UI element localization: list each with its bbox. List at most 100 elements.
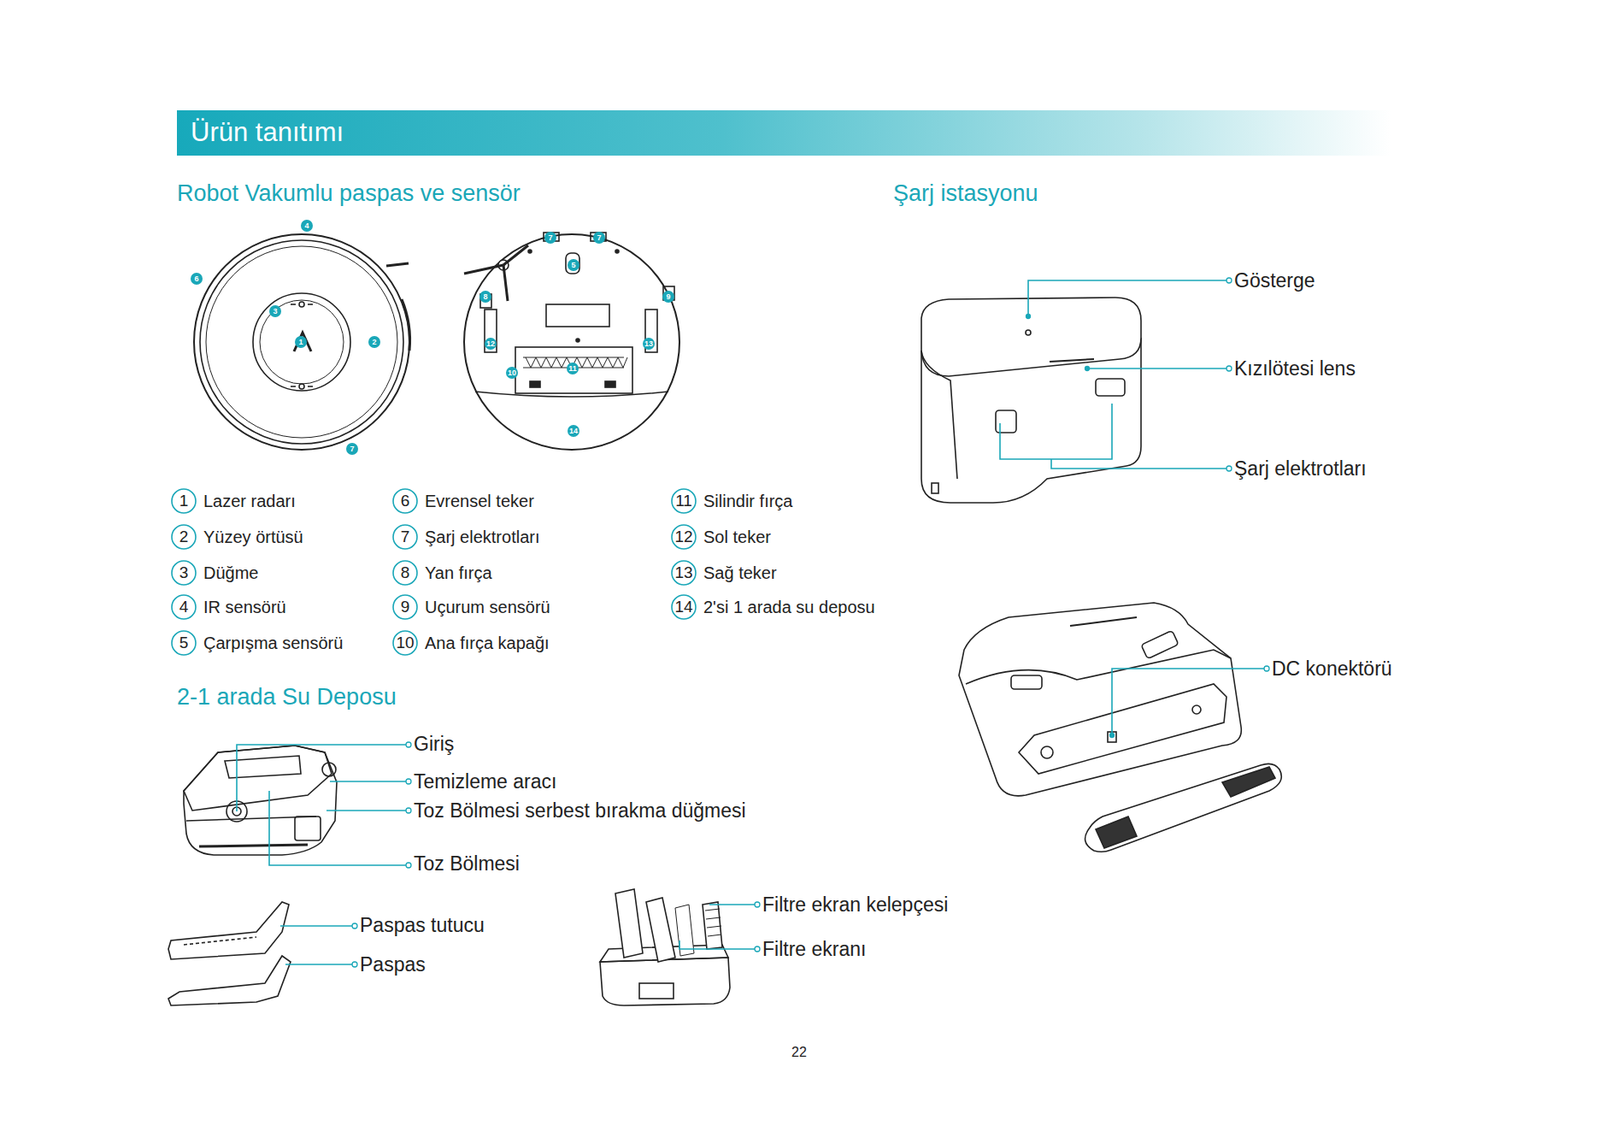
- legend-item: 5Çarpışma sensörü: [170, 629, 197, 656]
- callout-number: 3: [170, 559, 197, 586]
- robot-bottom-view: [475, 391, 669, 397]
- part-name: Şarj elektrotları: [424, 527, 541, 548]
- callout-dot: [269, 305, 282, 318]
- robot-top-view: [290, 303, 296, 306]
- callout-number: 7: [547, 233, 553, 242]
- part-name: Yüzey örtüsü: [203, 527, 304, 548]
- leader-end: [1226, 465, 1232, 471]
- leader-end: [352, 277, 1270, 967]
- station-filter-drawing: [1085, 763, 1283, 852]
- filter-drawing: [675, 904, 695, 956]
- page-title: Ürün tanıtımı: [190, 117, 344, 148]
- leader-line: [285, 963, 353, 965]
- leader-end: [1264, 665, 1270, 671]
- robot-bottom-view: [529, 381, 541, 388]
- robot-bottom-view: [615, 249, 619, 253]
- robot-top-view: [194, 234, 410, 450]
- robot-bottom-view: [464, 232, 680, 450]
- legend-item: 13Sağ teker: [670, 559, 697, 586]
- robot-top-view: [194, 234, 411, 450]
- water-tank-drawing: [322, 762, 336, 777]
- number-circle: [671, 488, 696, 513]
- page-number: 22: [791, 1044, 807, 1060]
- callout-number: 4: [170, 594, 197, 620]
- header-band: [176, 110, 1391, 156]
- legend-item: 2Yüzey örtüsü: [170, 523, 197, 550]
- robot-bottom-view: [546, 304, 610, 327]
- part-name: Lazer radarı: [203, 491, 296, 512]
- callout-number: 10: [507, 368, 517, 377]
- callout-dot: [190, 272, 203, 285]
- callout-number: 3: [272, 306, 277, 316]
- callout-dot: [544, 231, 557, 244]
- leader-end: [352, 923, 358, 929]
- callout-number: 7: [392, 523, 418, 550]
- legend-item: 6Evrensel teker: [392, 488, 418, 514]
- leader-line: [1111, 668, 1265, 736]
- callout-dot: [300, 219, 313, 232]
- leader-line: [679, 940, 756, 949]
- water-tank-drawing: [199, 844, 308, 847]
- leader-line: [326, 809, 407, 812]
- callout-dot: [567, 424, 580, 437]
- filter-drawing: [600, 957, 730, 1006]
- robot-top-view: [401, 299, 411, 351]
- callout-number: 13: [670, 559, 697, 586]
- station-filter-drawing: [1095, 816, 1137, 848]
- callout-dot: [190, 219, 675, 455]
- water-tank-drawing: [183, 745, 337, 855]
- legend-item: 1Lazer radarı: [170, 488, 197, 514]
- part-name: Sol teker: [703, 527, 771, 548]
- leader-line: [1051, 458, 1228, 469]
- callout-number: 8: [392, 559, 418, 586]
- callout-number: 8: [482, 292, 488, 301]
- station-front-drawing: [921, 297, 1142, 503]
- leader-end: [405, 807, 412, 813]
- leader-line: [236, 280, 1265, 965]
- number-circle: [171, 560, 196, 585]
- number-circle: [393, 524, 418, 549]
- robot-bottom-view: [503, 245, 529, 265]
- leader-line: [236, 744, 407, 812]
- mop-holder-drawing: [168, 901, 289, 959]
- robot-bottom-view: [464, 234, 680, 450]
- legend-item: 142'si 1 arada su deposu: [670, 594, 697, 620]
- legend-item: 7Şarj elektrotları: [392, 523, 418, 550]
- part-name: Silindir fırça: [703, 491, 793, 512]
- station-back-drawing: [1141, 629, 1179, 659]
- robot-top-view: [294, 332, 312, 352]
- part-label: Kızılötesi lens: [1234, 357, 1356, 380]
- leader-end: [1110, 733, 1115, 738]
- number-circle: [393, 630, 418, 655]
- robot-bottom-view: [515, 347, 633, 394]
- callout-number: 1: [170, 488, 197, 514]
- number-circle: [671, 560, 696, 585]
- station-front-drawing: [921, 350, 958, 479]
- number-circle: [171, 594, 196, 619]
- callout-number: 9: [392, 594, 418, 620]
- robot-top-view: [386, 263, 409, 266]
- callout-number: 2: [170, 523, 197, 550]
- station-back-drawing: [1107, 731, 1117, 742]
- mop-drawing: [168, 955, 291, 1006]
- robot-bottom-view: [576, 338, 580, 342]
- part-label: Paspas tutucu: [359, 913, 485, 936]
- part-label: DC konektörü: [1271, 657, 1393, 680]
- station-filter-drawing: [1085, 763, 1283, 852]
- callout-number: 11: [670, 488, 697, 514]
- callout-number: 12: [486, 339, 495, 348]
- callout-dot: [368, 335, 381, 348]
- water-tank-drawing: [183, 745, 337, 855]
- legend-item: 12Sol teker: [670, 523, 697, 550]
- station-front-drawing: [931, 482, 939, 494]
- station-back-drawing: [1070, 617, 1137, 626]
- part-name: Evrensel teker: [424, 491, 535, 512]
- filter-drawing: [615, 888, 643, 958]
- station-back-drawing: [958, 602, 1242, 796]
- callout-dot: [567, 258, 580, 271]
- leader-end: [1085, 366, 1090, 371]
- leader-line: [280, 924, 353, 927]
- filter-drawing: [600, 888, 730, 1006]
- callout-dot: [593, 231, 606, 244]
- filter-drawing: [705, 908, 722, 936]
